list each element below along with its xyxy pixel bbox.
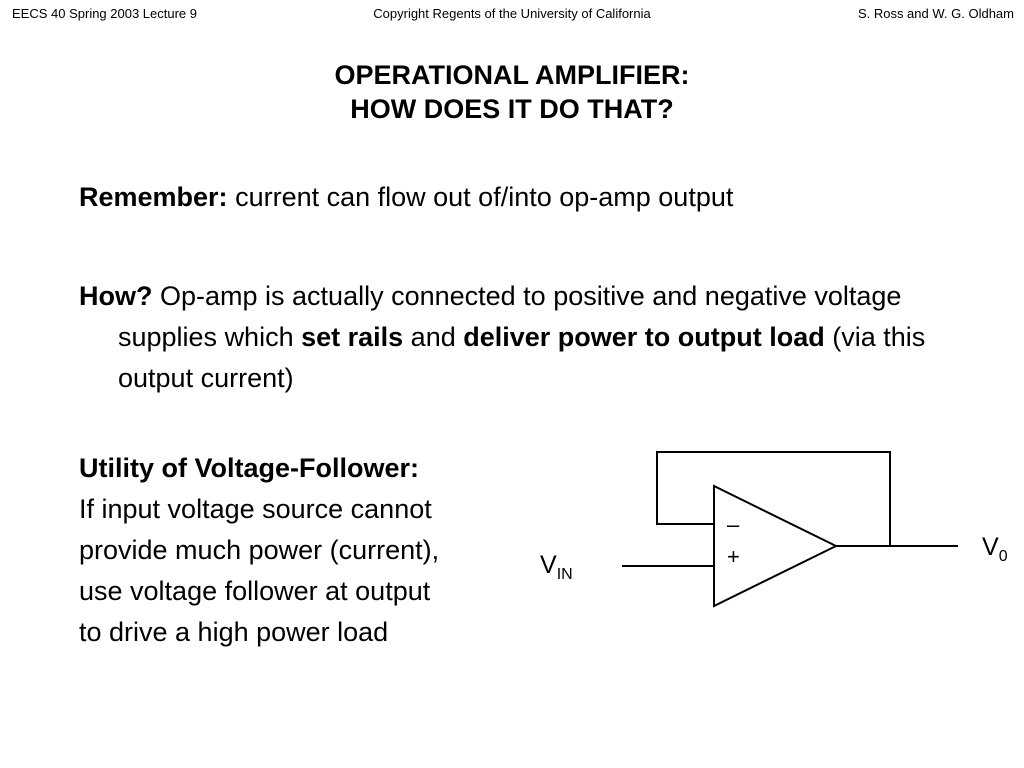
utility-paragraph: Utility of Voltage-Follower: If input vo… <box>79 448 549 653</box>
feedback-wire <box>656 451 891 546</box>
remember-text: current can flow out of/into op-amp outp… <box>227 182 734 212</box>
utility-line-2: provide much power (current), <box>79 535 440 565</box>
how-bold-set-rails: set rails <box>301 322 404 352</box>
how-text-1: Op-amp is actually connected to positive… <box>118 281 902 352</box>
voltage-follower-circuit: – + <box>622 451 958 608</box>
vin-label: VIN <box>540 551 573 583</box>
utility-line-1: If input voltage source cannot <box>79 494 432 524</box>
how-paragraph: How? Op-amp is actually connected to pos… <box>79 276 998 399</box>
how-text-2: and <box>403 322 464 352</box>
slide-title: OPERATIONAL AMPLIFIER: HOW DOES IT DO TH… <box>0 58 1024 126</box>
slide-title-line-2: HOW DOES IT DO THAT? <box>350 94 674 124</box>
inverting-input-symbol: – <box>727 512 740 537</box>
utility-heading: Utility of Voltage-Follower: <box>79 453 419 483</box>
utility-line-3: use voltage follower at output <box>79 576 431 606</box>
header-course: EECS 40 Spring 2003 Lecture 9 <box>12 6 198 21</box>
non-inverting-input-symbol: + <box>727 544 740 569</box>
how-bold-deliver-power: deliver power to output load <box>463 322 825 352</box>
vout-subscript: 0 <box>998 548 1008 565</box>
remember-label: Remember: <box>79 182 228 212</box>
how-text-3: (via this output current) <box>118 322 926 393</box>
header-copyright: Copyright Regents of the University of C… <box>373 6 651 21</box>
header-authors: S. Ross and W. G. Oldham <box>857 6 1014 21</box>
vin-subscript: IN <box>556 566 573 583</box>
vout-label: V0 <box>982 533 1008 565</box>
slide-title-line-1: OPERATIONAL AMPLIFIER: <box>334 60 690 90</box>
op-amp-triangle <box>713 484 839 608</box>
remember-paragraph: Remember: current can flow out of/into o… <box>79 177 979 218</box>
utility-line-4: to drive a high power load <box>79 617 389 647</box>
how-label: How? <box>79 281 153 311</box>
